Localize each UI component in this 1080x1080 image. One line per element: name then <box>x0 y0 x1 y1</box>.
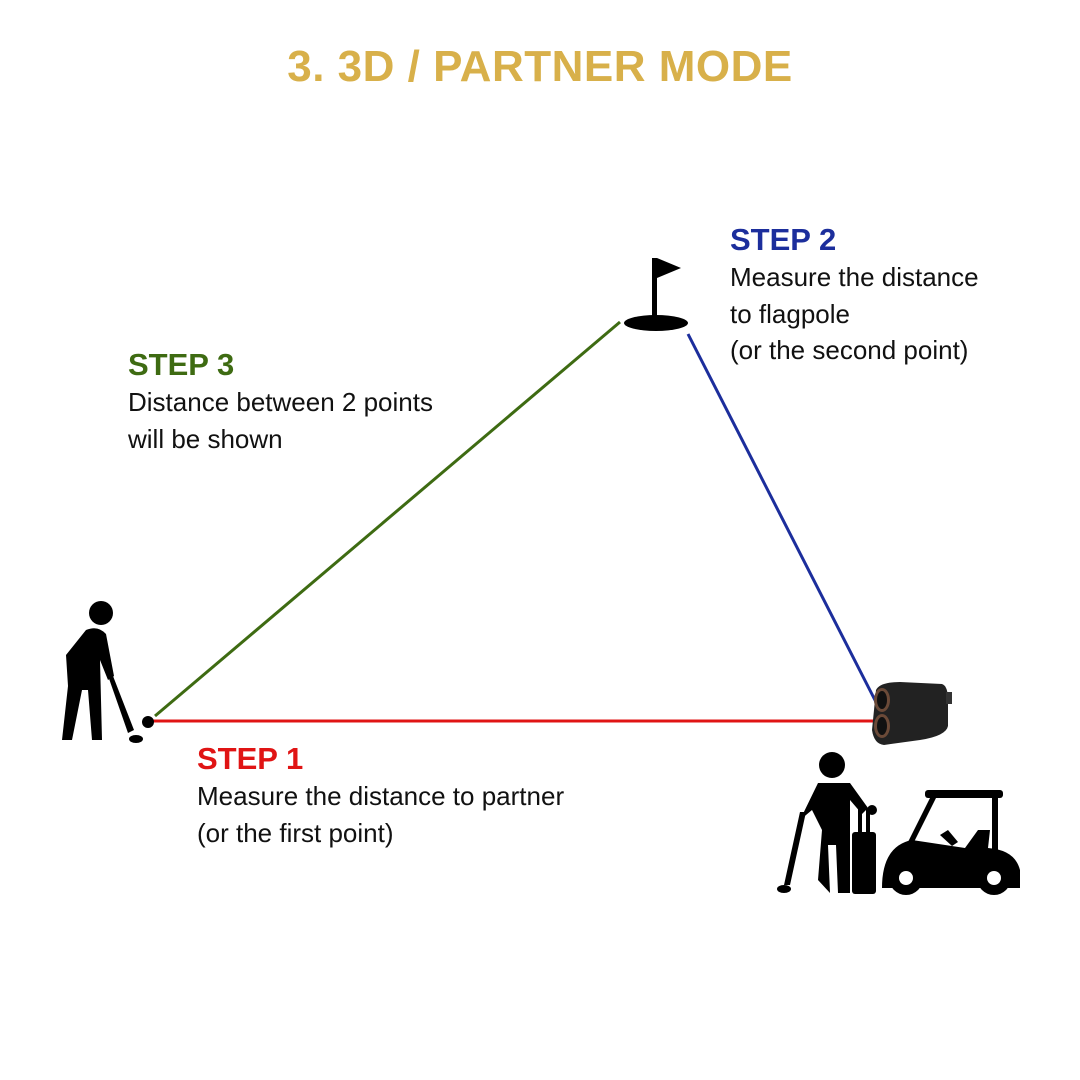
step3-annotation: STEP 3 Distance between 2 points will be… <box>128 346 433 457</box>
step2-line <box>686 333 880 707</box>
page-title: 3. 3D / PARTNER MODE <box>287 42 793 91</box>
step1-heading: STEP 1 <box>197 741 304 776</box>
step2-text-line2: to flagpole <box>730 298 850 329</box>
partner-with-bag-icon <box>777 752 877 894</box>
step2-text-line3: (or the second point) <box>730 335 969 365</box>
golf-cart-icon <box>882 790 1020 895</box>
step1-annotation: STEP 1 Measure the distance to partner (… <box>197 740 564 851</box>
step3-text-line2: will be shown <box>128 423 283 454</box>
golfer-icon <box>62 601 154 743</box>
step2-heading: STEP 2 <box>730 222 837 257</box>
flag-hole-icon <box>624 258 688 331</box>
step1-text-line2: (or the first point) <box>197 817 394 848</box>
rangefinder-icon <box>872 682 952 745</box>
step1-text-line1: Measure the distance to partner <box>197 781 565 811</box>
step3-line <box>154 320 621 718</box>
step2-text-line1: Measure the distance <box>730 262 979 292</box>
step3-text-line1: Distance between 2 points <box>128 387 433 417</box>
step3-heading: STEP 3 <box>128 347 235 382</box>
step2-annotation: STEP 2 Measure the distance to flagpole … <box>730 221 979 369</box>
